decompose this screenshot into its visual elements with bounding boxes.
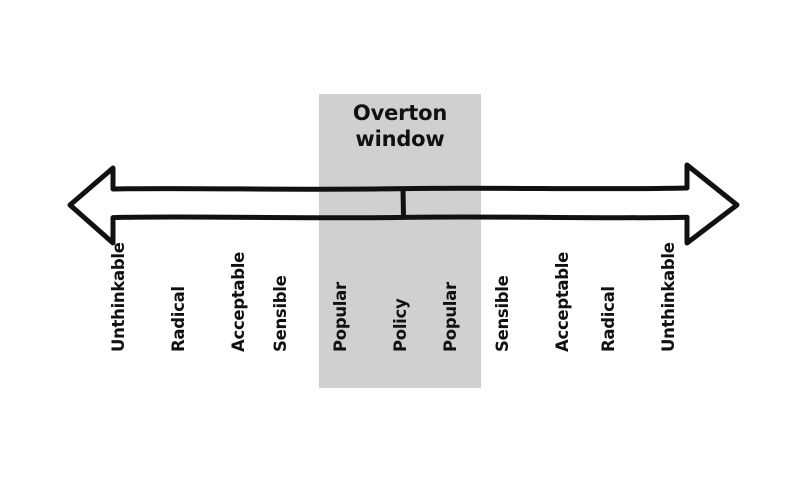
policy-tick xyxy=(400,188,406,218)
scale-label-sensible-left: Sensible xyxy=(271,275,290,352)
scale-label-popular-right: Popular xyxy=(441,282,460,352)
scale-label-acceptable-left: Acceptable xyxy=(229,251,248,352)
scale-label-popular-left: Popular xyxy=(331,282,350,352)
scale-label-unthinkable-right: Unthinkable xyxy=(659,242,678,352)
overton-window-band xyxy=(319,94,481,388)
scale-label-acceptable-right: Acceptable xyxy=(553,251,572,352)
scale-label-radical-left: Radical xyxy=(169,286,188,352)
axis-arrow-outline xyxy=(67,162,740,246)
scale-label-radical-right: Radical xyxy=(599,286,618,352)
scale-label-policy: Policy xyxy=(391,298,410,352)
scale-label-sensible-right: Sensible xyxy=(493,275,512,352)
scale-label-unthinkable-left: Unthinkable xyxy=(109,242,128,352)
